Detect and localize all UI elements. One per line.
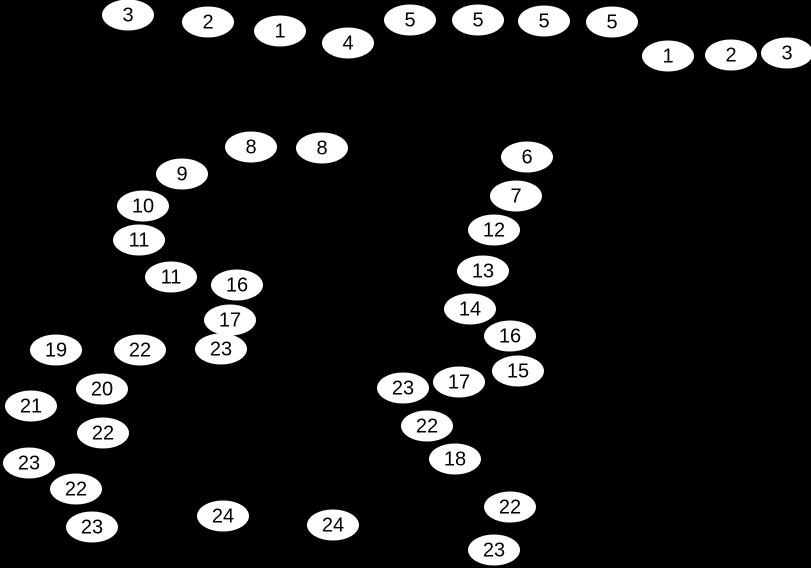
graph-node: 24	[307, 509, 359, 541]
graph-node: 11	[113, 224, 165, 256]
graph-node: 4	[322, 27, 374, 59]
graph-node: 8	[296, 132, 348, 164]
graph-node: 22	[401, 410, 453, 442]
graph-node: 1	[254, 15, 306, 47]
graph-node: 23	[195, 333, 247, 365]
graph-node: 21	[5, 390, 57, 422]
graph-node: 3	[761, 37, 811, 69]
graph-node: 1	[642, 40, 694, 72]
graph-node: 19	[30, 334, 82, 366]
graph-node: 22	[50, 473, 102, 505]
graph-node: 5	[518, 5, 570, 37]
graph-node: 22	[484, 491, 536, 523]
graph-node: 22	[77, 417, 129, 449]
graph-node: 2	[182, 6, 234, 38]
graph-node: 17	[204, 304, 256, 336]
graph-node: 6	[501, 141, 553, 173]
graph-node: 11	[145, 261, 197, 293]
graph-node: 3	[102, 0, 154, 31]
graph-node: 9	[156, 158, 208, 190]
graph-node: 10	[117, 190, 169, 222]
graph-node: 18	[429, 443, 481, 475]
graph-node: 15	[492, 355, 544, 387]
graph-node: 8	[225, 131, 277, 163]
graph-node: 20	[76, 373, 128, 405]
graph-node: 16	[484, 320, 536, 352]
graph-node: 24	[197, 500, 249, 532]
graph-node: 22	[114, 334, 166, 366]
graph-node: 5	[586, 6, 638, 38]
graph-node: 17	[433, 366, 485, 398]
graph-node: 13	[457, 255, 509, 287]
graph-node: 2	[705, 39, 757, 71]
graph-node: 5	[384, 4, 436, 36]
graph-node: 5	[452, 4, 504, 36]
graph-node: 12	[468, 214, 520, 246]
graph-node: 23	[468, 534, 520, 566]
graph-node: 14	[444, 293, 496, 325]
graph-node: 16	[211, 269, 263, 301]
graph-node: 23	[377, 372, 429, 404]
graph-node: 23	[3, 447, 55, 479]
graph-node: 23	[66, 511, 118, 543]
graph-node: 7	[490, 180, 542, 212]
